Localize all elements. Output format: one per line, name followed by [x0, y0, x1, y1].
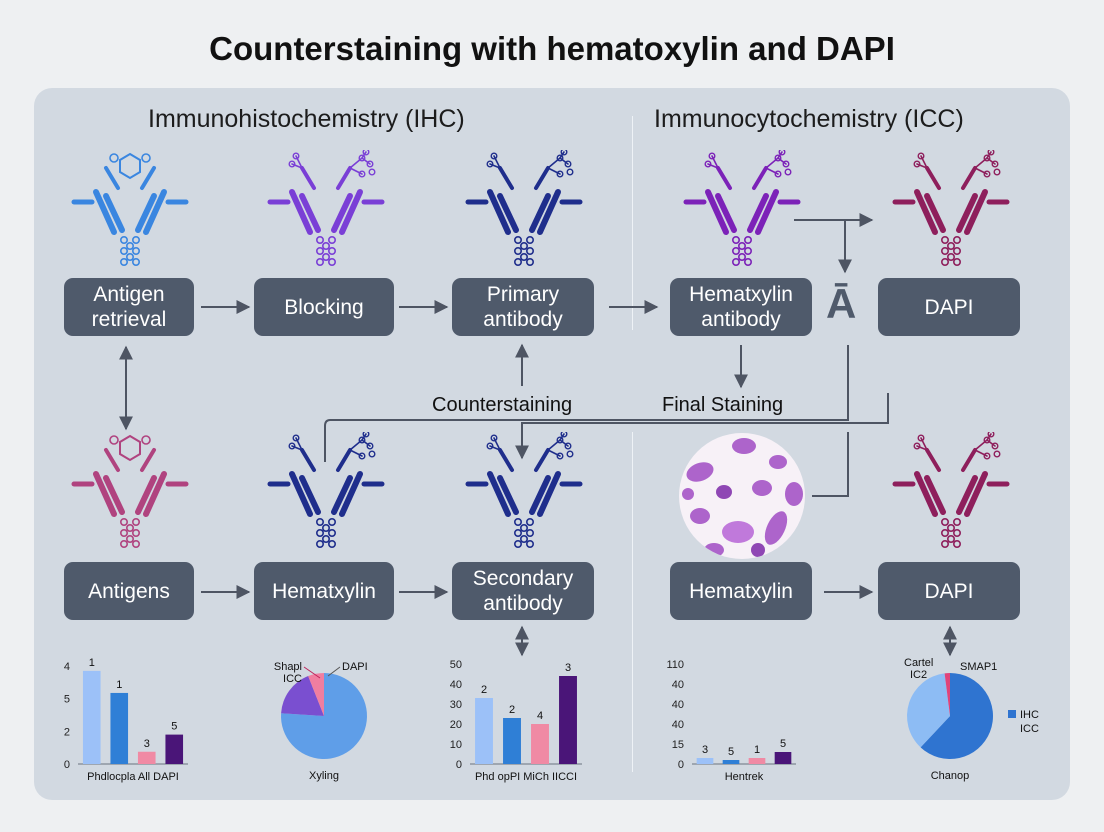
y-tick-label: 0 — [678, 759, 684, 771]
ihc-section-title: Immunohistochemistry (IHC) — [148, 105, 465, 133]
data-label: 3 — [144, 738, 150, 750]
slice-label: Cartel — [904, 657, 933, 669]
data-label: 1 — [116, 679, 122, 691]
bar — [110, 692, 129, 764]
cell-micrograph-icon — [679, 433, 805, 559]
legend-swatch — [1008, 710, 1016, 718]
antibody-icon — [267, 150, 385, 267]
chart-xlabel: Chanop — [931, 770, 970, 782]
y-tick-label: 4 — [64, 661, 70, 673]
y-tick-label: 20 — [450, 719, 462, 731]
bar — [503, 718, 521, 764]
letter-a-glyph: Ā — [826, 280, 857, 327]
counterstaining-label: Counterstaining — [432, 394, 573, 416]
bar — [475, 698, 493, 764]
dapi-bottom-box: DAPI — [878, 562, 1020, 620]
slice-label: ICC — [283, 673, 302, 685]
data-label: 3 — [565, 662, 571, 674]
bar — [722, 760, 740, 764]
page-title: Counterstaining with hematoxylin and DAP… — [209, 30, 895, 67]
y-tick-label: 40 — [672, 679, 684, 691]
pie-slice — [944, 673, 950, 716]
x-tick-label: Hentrek — [725, 771, 764, 783]
y-tick-label: 30 — [450, 699, 462, 711]
bar — [696, 758, 714, 764]
antibody-icon — [892, 150, 1010, 267]
section-divider — [632, 116, 633, 330]
antigens-box: Antigens — [64, 562, 194, 620]
y-tick-label: 10 — [450, 739, 462, 751]
y-tick-label: 40 — [450, 679, 462, 691]
y-tick-label: 5 — [64, 694, 70, 706]
y-tick-label: 0 — [456, 759, 462, 771]
x-tick-label: Phd opPI MiCh IICCI — [475, 771, 577, 783]
data-label: 3 — [702, 744, 708, 756]
bar — [748, 758, 766, 764]
data-label: 2 — [481, 684, 487, 696]
data-label: 5 — [780, 738, 786, 750]
bar — [82, 670, 101, 764]
y-tick-label: 40 — [672, 699, 684, 711]
data-label: 2 — [509, 704, 515, 716]
data-label: 4 — [537, 710, 543, 722]
y-tick-label: 40 — [672, 719, 684, 731]
pie-slice — [920, 673, 993, 759]
leader-line — [303, 666, 321, 679]
final-staining-label: Final Staining — [662, 394, 784, 416]
secondary-antibody-box: Secondary antibody — [452, 562, 594, 620]
dapi-top-box: DAPI — [878, 278, 1020, 336]
data-label: 5 — [171, 721, 177, 733]
pie-slice — [281, 676, 324, 716]
y-tick-label: 2 — [64, 726, 70, 738]
chart-xlabel: Xyling — [309, 770, 339, 782]
slice-label: Shapl — [274, 661, 302, 673]
blocking-box: Blocking — [254, 278, 394, 336]
leader-line — [327, 666, 341, 677]
antibody-icon — [71, 152, 189, 267]
bar — [774, 752, 792, 764]
bar — [559, 676, 577, 764]
y-tick-label: 15 — [672, 739, 684, 751]
icc-section-title: Immunocytochemistry (ICC) — [654, 105, 964, 133]
antibody-icon — [892, 432, 1010, 549]
data-label: 1 — [754, 744, 760, 756]
x-tick-label: Phdlocpla All DAPI — [87, 771, 179, 783]
bar — [137, 751, 156, 764]
antigen-retrieval-box: Antigen retrieval — [64, 278, 194, 336]
y-tick-label: 50 — [450, 659, 462, 671]
hematxylin-icc-box: Hematxylin — [670, 562, 812, 620]
antibody-icon — [71, 434, 189, 549]
legend-label: ICC — [1020, 723, 1039, 735]
slice-label: DAPI — [342, 661, 368, 673]
hematxylin-box: Hematxylin — [254, 562, 394, 620]
antibody-icon — [267, 432, 385, 549]
data-label: 1 — [89, 657, 95, 669]
y-tick-label: 110 — [666, 659, 684, 671]
antibody-icon — [465, 432, 583, 549]
slice-label: SMAP1 — [960, 661, 997, 673]
antibody-icon — [465, 150, 583, 267]
y-tick-label: 0 — [64, 759, 70, 771]
bar — [165, 734, 184, 764]
primary-antibody-box: Primary antibody — [452, 278, 594, 336]
slice-label: IC2 — [910, 669, 927, 681]
hematxylin-antibody-box: Hematxylin antibody — [670, 278, 812, 336]
pie-slice — [308, 673, 324, 716]
bar — [531, 724, 549, 764]
data-label: 5 — [728, 746, 734, 758]
antibody-icon — [683, 150, 801, 267]
pie-slice — [907, 673, 950, 748]
section-divider-lower — [632, 432, 633, 772]
legend-label: IHC — [1020, 709, 1039, 721]
